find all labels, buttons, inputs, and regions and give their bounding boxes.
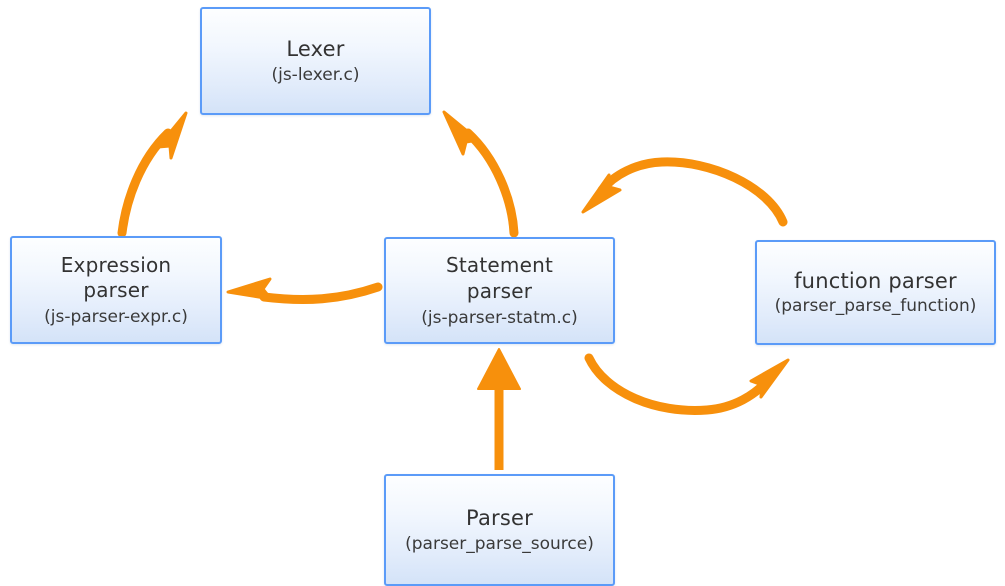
node-statement-parser[interactable]: Statement parser (js-parser-statm.c)	[384, 237, 615, 344]
node-expression-parser[interactable]: Expression parser (js-parser-expr.c)	[10, 236, 222, 344]
node-statement-parser-title-line2: parser	[466, 278, 533, 303]
node-parser-subtitle: (parser_parse_source)	[405, 533, 594, 554]
edge-statement-to-function	[584, 353, 790, 415]
edge-expression-to-lexer	[117, 111, 188, 238]
node-function-parser-title: function parser	[794, 268, 957, 293]
node-statement-parser-subtitle: (js-parser-statm.c)	[421, 307, 578, 328]
node-parser-title: Parser	[466, 506, 533, 531]
edge-parser-to-statement	[477, 348, 521, 470]
node-expression-parser-title-line1: Expression	[60, 252, 172, 277]
node-lexer-subtitle: (js-lexer.c)	[271, 64, 360, 85]
node-parser[interactable]: Parser (parser_parse_source)	[384, 474, 615, 586]
node-statement-parser-title-line1: Statement	[445, 253, 554, 278]
node-expression-parser-subtitle: (js-parser-expr.c)	[44, 307, 188, 328]
node-function-parser[interactable]: function parser (parser_parse_function)	[755, 240, 996, 345]
edge-statement-to-expression	[226, 277, 383, 304]
node-lexer[interactable]: Lexer (js-lexer.c)	[200, 7, 431, 115]
node-function-parser-subtitle: (parser_parse_function)	[774, 296, 977, 317]
edge-function-to-statement	[581, 157, 788, 227]
node-expression-parser-title-line2: parser	[83, 278, 149, 303]
edge-statement-to-lexer	[442, 110, 519, 238]
node-lexer-title: Lexer	[286, 37, 345, 62]
